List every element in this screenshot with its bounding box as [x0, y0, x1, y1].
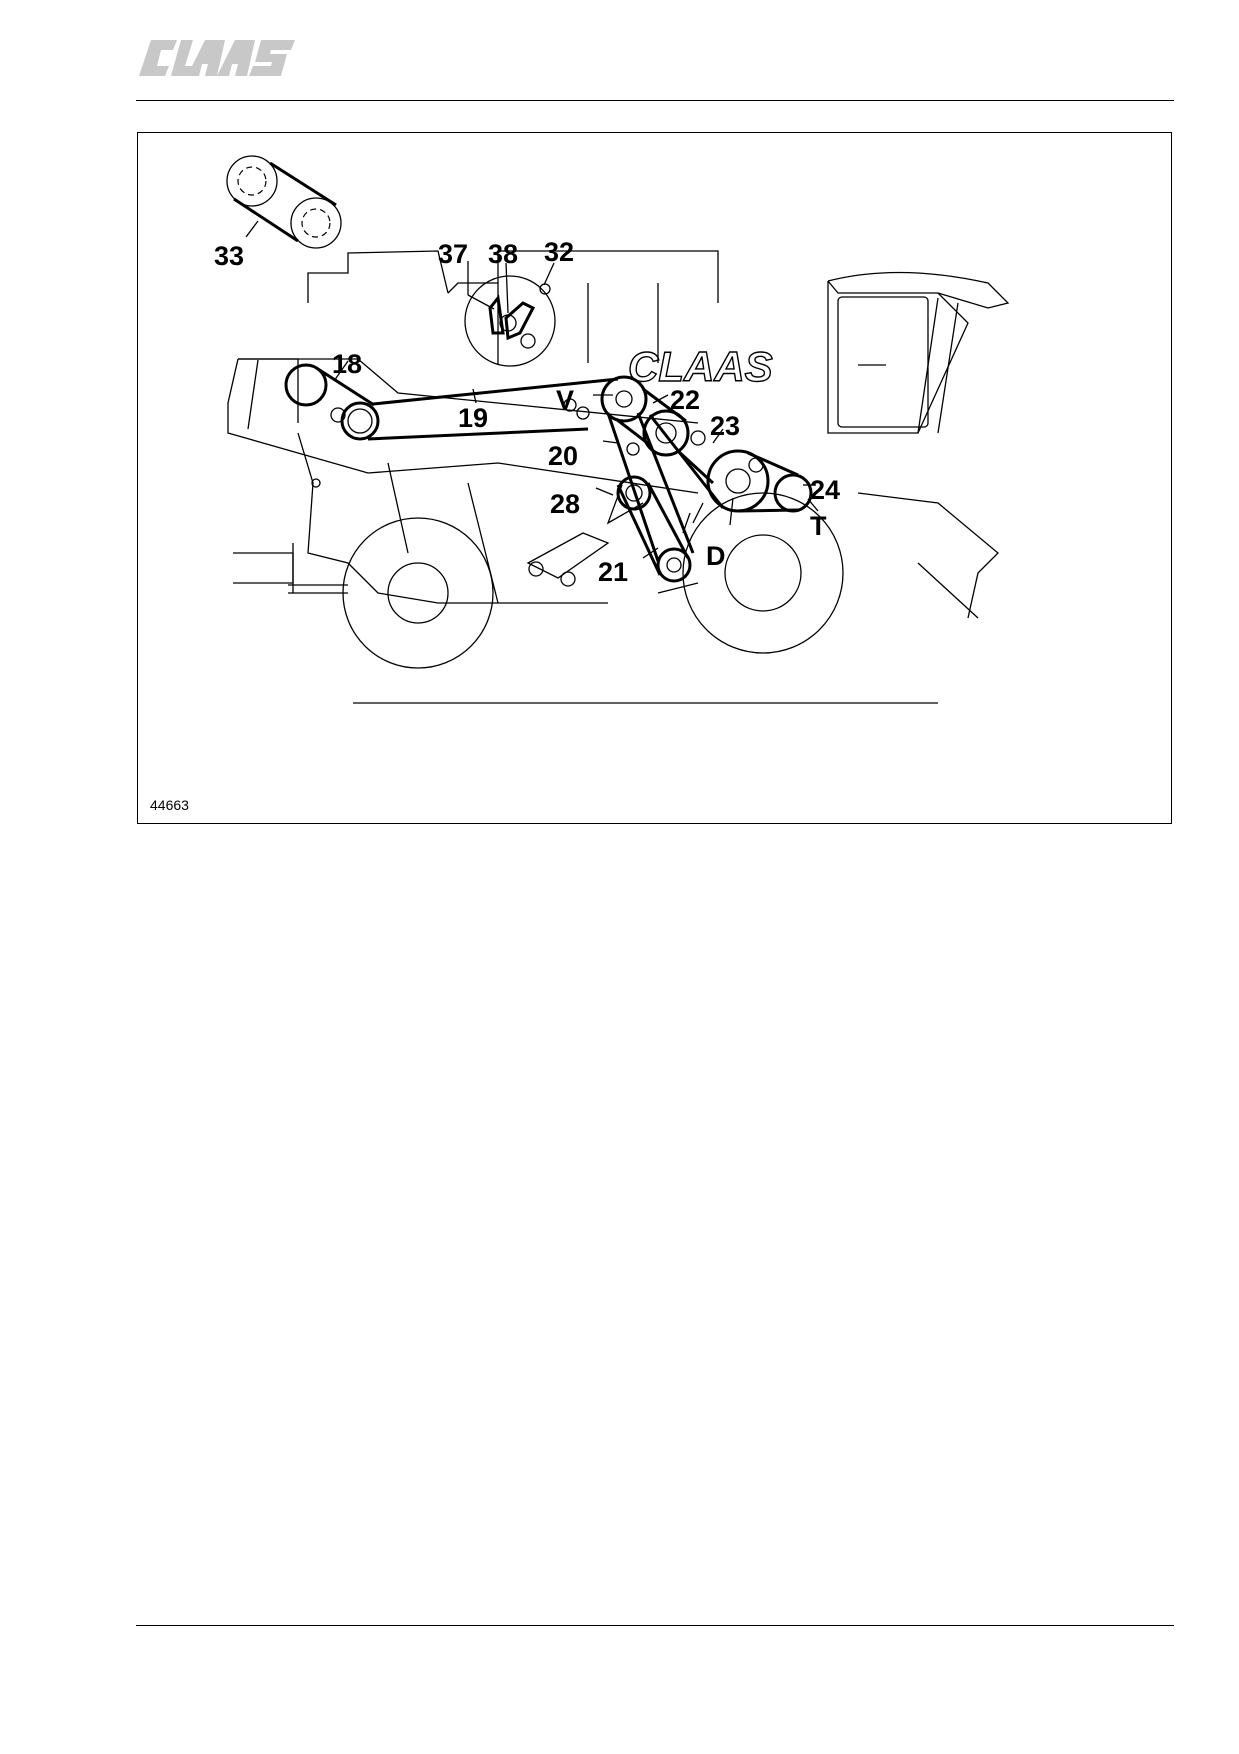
header-rule: [136, 100, 1174, 101]
callout-T: T: [810, 511, 827, 541]
machine-side-logo: CLAAS: [628, 343, 773, 390]
callout-19: 19: [458, 403, 488, 433]
callout-22: 22: [670, 385, 700, 415]
callout-24: 24: [810, 475, 840, 505]
callout-33: 33: [214, 241, 244, 271]
callout-18: 18: [332, 349, 362, 379]
figure-number: 44663: [150, 797, 189, 813]
callout-V: V: [556, 385, 574, 415]
claas-logo: [139, 40, 295, 76]
callout-23: 23: [710, 411, 740, 441]
callout-20: 20: [548, 441, 578, 471]
drive-pulleys: [526, 375, 813, 594]
callout-37: 37: [438, 239, 468, 269]
front-wheel: [342, 517, 494, 669]
detail-pulley-pair: [226, 155, 342, 249]
callout-32: 32: [544, 237, 574, 267]
belt-drive-figure: CLAAS: [137, 132, 1172, 824]
main-belt: [284, 363, 619, 441]
rear-wheel: [682, 492, 844, 654]
rotor-drive: [464, 275, 556, 367]
leader-lines: [245, 220, 819, 559]
callout-D: D: [706, 541, 726, 571]
callout-38: 38: [488, 239, 518, 269]
machine-body: CLAAS: [227, 250, 1010, 619]
combine-harvester-illustration: CLAAS: [214, 155, 1010, 704]
callout-28: 28: [550, 489, 580, 519]
callout-21: 21: [598, 557, 628, 587]
footer-rule: [136, 1625, 1174, 1626]
